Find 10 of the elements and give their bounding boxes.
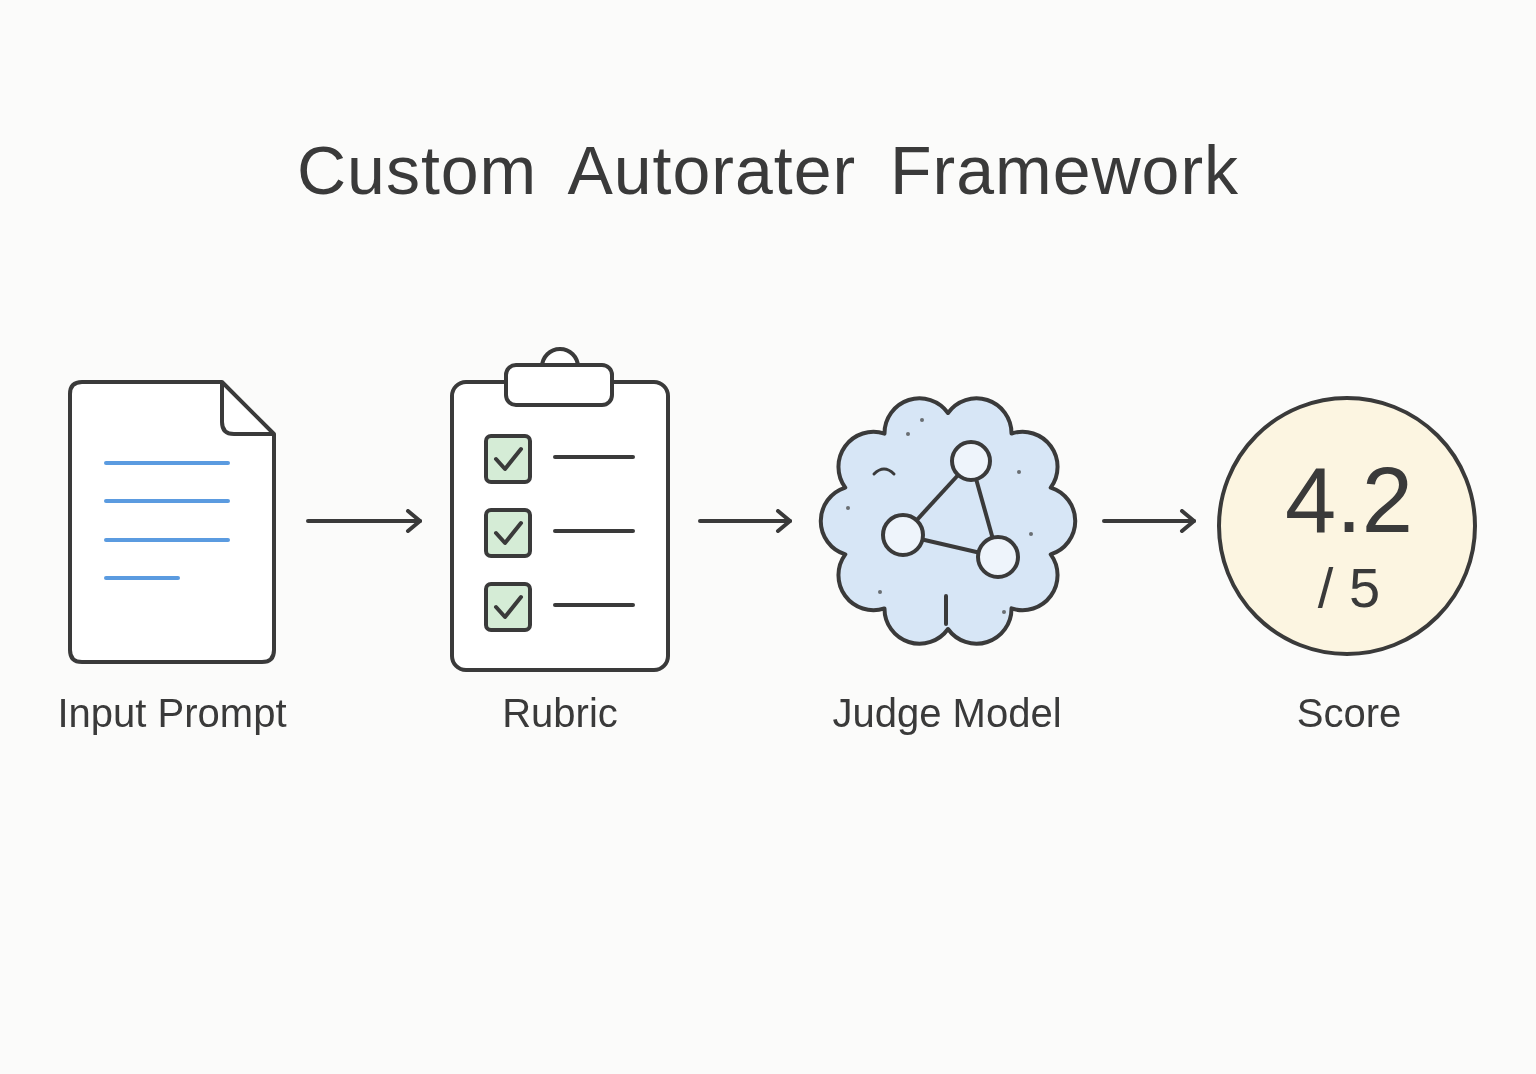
score-scale: / 5 [1317,556,1381,621]
diagram-title: Custom Autorater Framework [296,131,1240,210]
arrow [306,509,422,533]
arrow [1102,509,1196,533]
node-label: Judge Model [832,690,1062,736]
score-value: 4.2 [1285,448,1413,553]
arrow [698,509,792,533]
node-label: Rubric [502,690,618,736]
node-label: Input Prompt [57,690,287,736]
node-label: Score [1296,690,1402,736]
